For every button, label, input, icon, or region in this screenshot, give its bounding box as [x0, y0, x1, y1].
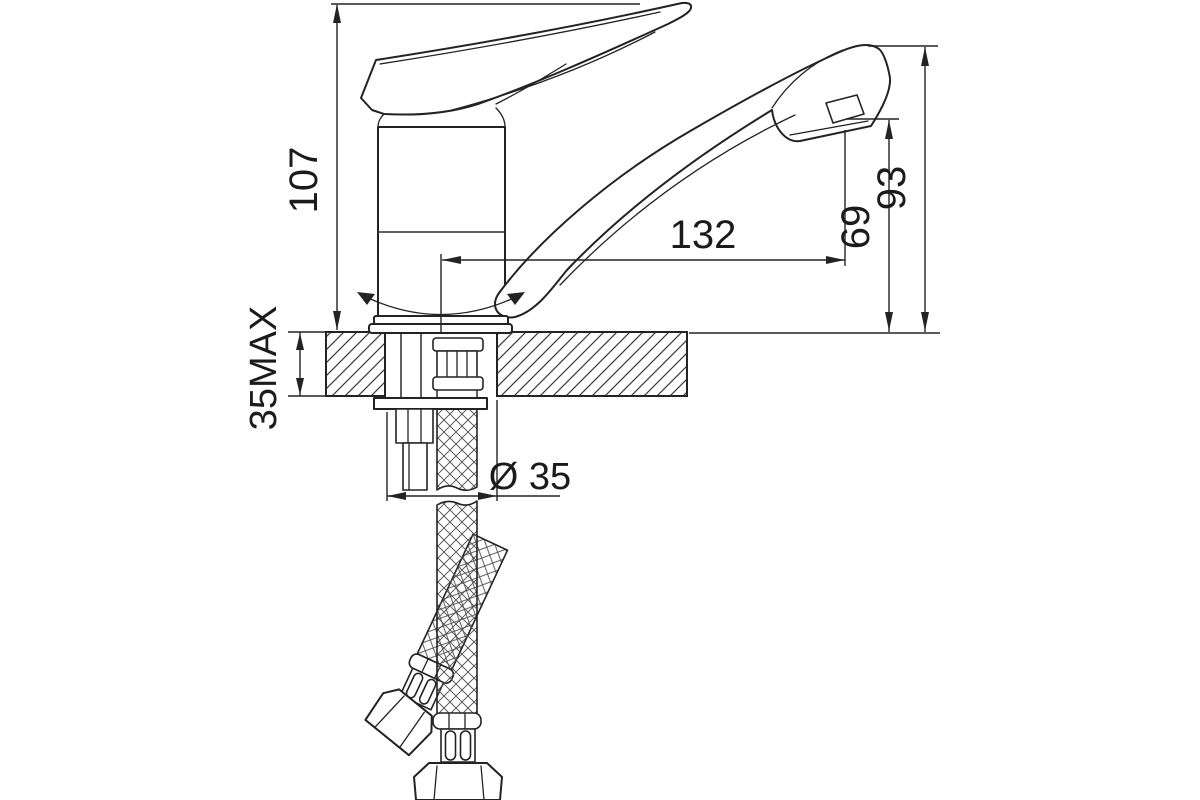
dimension-total-height: 107: [282, 3, 640, 330]
dim-arrowhead-right: [478, 492, 497, 500]
swivel-arrowhead-right: [507, 292, 525, 305]
dim-arrowhead-down: [333, 311, 341, 330]
dim-arrowhead-left: [387, 492, 406, 500]
fixing-nut: [395, 408, 434, 444]
dim-label-93: 93: [870, 166, 914, 211]
dimension-outlet-height: 69: [834, 118, 899, 332]
nut-facet: [433, 765, 438, 800]
dim-arrowhead-up: [333, 4, 341, 23]
fixing-washer: [373, 397, 488, 410]
dimension-spout-reach: 132: [440, 130, 846, 332]
dim-arrowhead-up: [885, 120, 893, 139]
faucet: [357, 1, 892, 334]
stud-rod: [402, 442, 428, 491]
hose-nut-diagonal: [364, 688, 433, 757]
dim-label-132: 132: [670, 213, 737, 257]
flex-hose-vertical: [413, 408, 503, 800]
faucet-spout: [494, 43, 892, 319]
swivel-arrowhead-left: [357, 292, 375, 305]
crimp-collar: [432, 712, 482, 730]
dimension-deck-thickness: 35MAX: [243, 306, 326, 431]
dim-label-35max: 35MAX: [243, 306, 285, 431]
spout-inner-line: [559, 114, 796, 286]
dim-arrowhead-down: [921, 312, 929, 331]
faucet-handle: [360, 1, 693, 116]
fixing-set: [373, 397, 488, 491]
aerator: [825, 94, 865, 124]
connector-rib: [444, 730, 457, 761]
shank-collar-top: [432, 337, 484, 352]
countertop-left: [325, 331, 386, 397]
dim-arrowhead-up: [921, 47, 929, 66]
aerator-rim-line: [789, 120, 869, 136]
nut-facet: [480, 765, 485, 800]
spout-head-facet: [771, 49, 844, 109]
braided-hose-upper: [436, 408, 478, 492]
neck-left: [377, 113, 385, 128]
shank-collar-bottom: [432, 376, 484, 391]
handle-sweep-line: [451, 31, 656, 111]
hex-nut: [364, 688, 433, 757]
dimension-hole-diameter: Ø 35: [386, 400, 571, 501]
dim-arrowhead-right: [826, 256, 845, 264]
hex-nut: [413, 762, 503, 800]
dim-label-69: 69: [834, 205, 878, 250]
connector-rib: [459, 730, 472, 761]
spout-outline: [494, 43, 892, 319]
dim-arrowhead-down: [885, 312, 893, 331]
handle-outline: [360, 1, 693, 116]
dim-arrowhead-up: [296, 333, 304, 350]
nut-facet: [398, 711, 425, 749]
handle-top-face-line: [379, 11, 661, 65]
countertop-section: [325, 331, 940, 397]
neck-right: [495, 107, 506, 128]
dim-label-diameter: Ø 35: [489, 456, 571, 498]
mounting-hardware: [400, 332, 484, 399]
connector-rib: [418, 678, 437, 705]
dim-arrowhead-left: [442, 256, 461, 264]
nut-facet: [374, 695, 405, 729]
collar-bump: [421, 659, 429, 673]
braided-hose-lower: [436, 500, 478, 716]
dim-label-107: 107: [282, 147, 326, 214]
countertop-right: [496, 331, 688, 397]
dim-arrowhead-down: [296, 378, 304, 395]
dimension-spout-top-height: 93: [868, 45, 938, 332]
handle-junction-line: [495, 63, 567, 105]
